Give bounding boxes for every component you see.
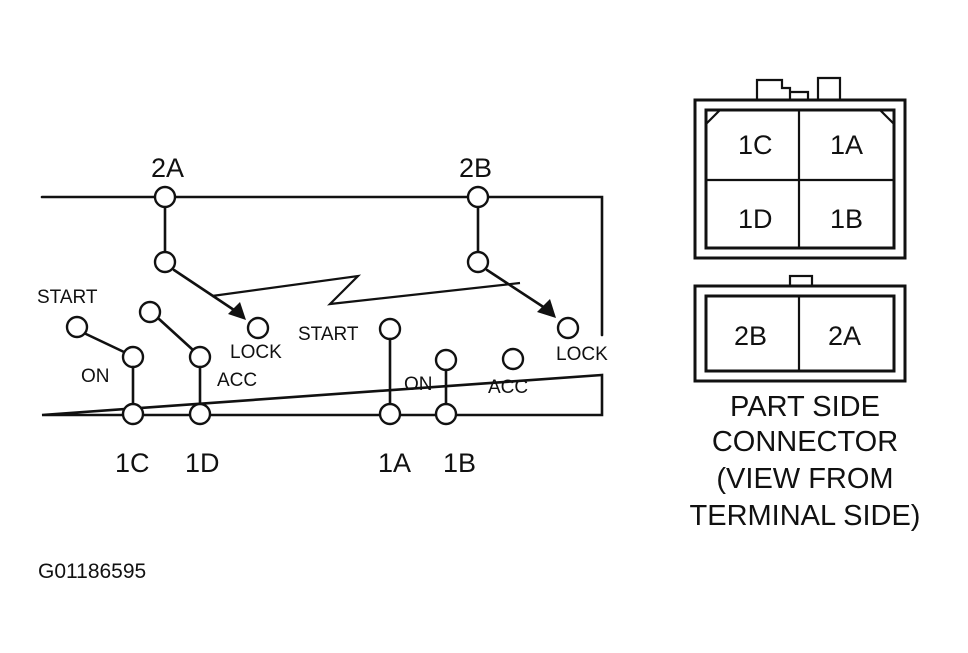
- terminal-2a: [153, 185, 177, 209]
- switch-schematic: 2A 2B 1C 1D 1A 1B START ON ACC LOCK STAR…: [37, 153, 608, 478]
- terminal-1a: [378, 402, 402, 426]
- contact-acc-left-upper: [138, 300, 162, 324]
- connector-caption-line-2: CONNECTOR: [712, 426, 898, 458]
- contact-start-right: [378, 317, 402, 341]
- contact-start-left: [65, 315, 89, 339]
- contact-2b-lower: [466, 250, 490, 274]
- label-2a: 2A: [151, 153, 184, 183]
- label-acc-left: ACC: [217, 370, 257, 391]
- contact-on-left: [121, 345, 145, 369]
- figure-id: G01186595: [38, 560, 146, 583]
- cavity-1b: 1B: [830, 204, 863, 234]
- terminal-1d: [188, 402, 212, 426]
- label-1b: 1B: [443, 448, 476, 478]
- terminal-1c: [121, 402, 145, 426]
- label-1a: 1A: [378, 448, 411, 478]
- label-lock-right: LOCK: [556, 344, 608, 365]
- upper-connector-latch: [755, 76, 842, 100]
- label-lock-left: LOCK: [230, 342, 282, 363]
- arrow-head-lock-right: [537, 299, 556, 318]
- connector-views: 1C 1A 1D 1B 2B 2A PART SIDE CONNECTOR (V…: [690, 76, 921, 532]
- contact-lock-right: [556, 316, 580, 340]
- wire-acc-link-left: [157, 317, 195, 352]
- label-1c: 1C: [115, 448, 150, 478]
- label-2b: 2B: [459, 153, 492, 183]
- contact-2a-lower: [153, 250, 177, 274]
- cavity-1d: 1D: [738, 204, 773, 234]
- connector-caption-line-1: PART SIDE: [730, 391, 880, 423]
- label-on-left: ON: [81, 366, 110, 387]
- label-start-left: START: [37, 287, 98, 308]
- terminal-1b: [434, 402, 458, 426]
- terminal-2b: [466, 185, 490, 209]
- wire-start-to-on-left: [84, 332, 126, 354]
- wire-2b-to-lock: [485, 268, 550, 312]
- contact-acc-left: [188, 345, 212, 369]
- wire-2a-to-lock: [172, 268, 242, 316]
- label-start-right: START: [298, 324, 359, 345]
- label-1d: 1D: [185, 448, 220, 478]
- cavity-1a: 1A: [830, 130, 863, 160]
- cavity-2a: 2A: [828, 321, 861, 351]
- connector-caption-line-4: TERMINAL SIDE): [690, 500, 921, 532]
- label-acc-right: ACC: [488, 377, 528, 398]
- contact-on-right: [434, 348, 458, 372]
- arrow-head-lock-left: [228, 302, 246, 320]
- contact-lock-left: [246, 316, 270, 340]
- cavity-1c: 1C: [738, 130, 773, 160]
- contact-acc-right: [501, 347, 525, 371]
- upper-connector-notches: [705, 109, 895, 125]
- switch-frame: [40, 195, 604, 417]
- connector-caption-line-3: (VIEW FROM: [716, 463, 893, 495]
- label-on-right: ON: [404, 374, 433, 395]
- cavity-2b: 2B: [734, 321, 767, 351]
- linkage-zigzag: [211, 274, 521, 306]
